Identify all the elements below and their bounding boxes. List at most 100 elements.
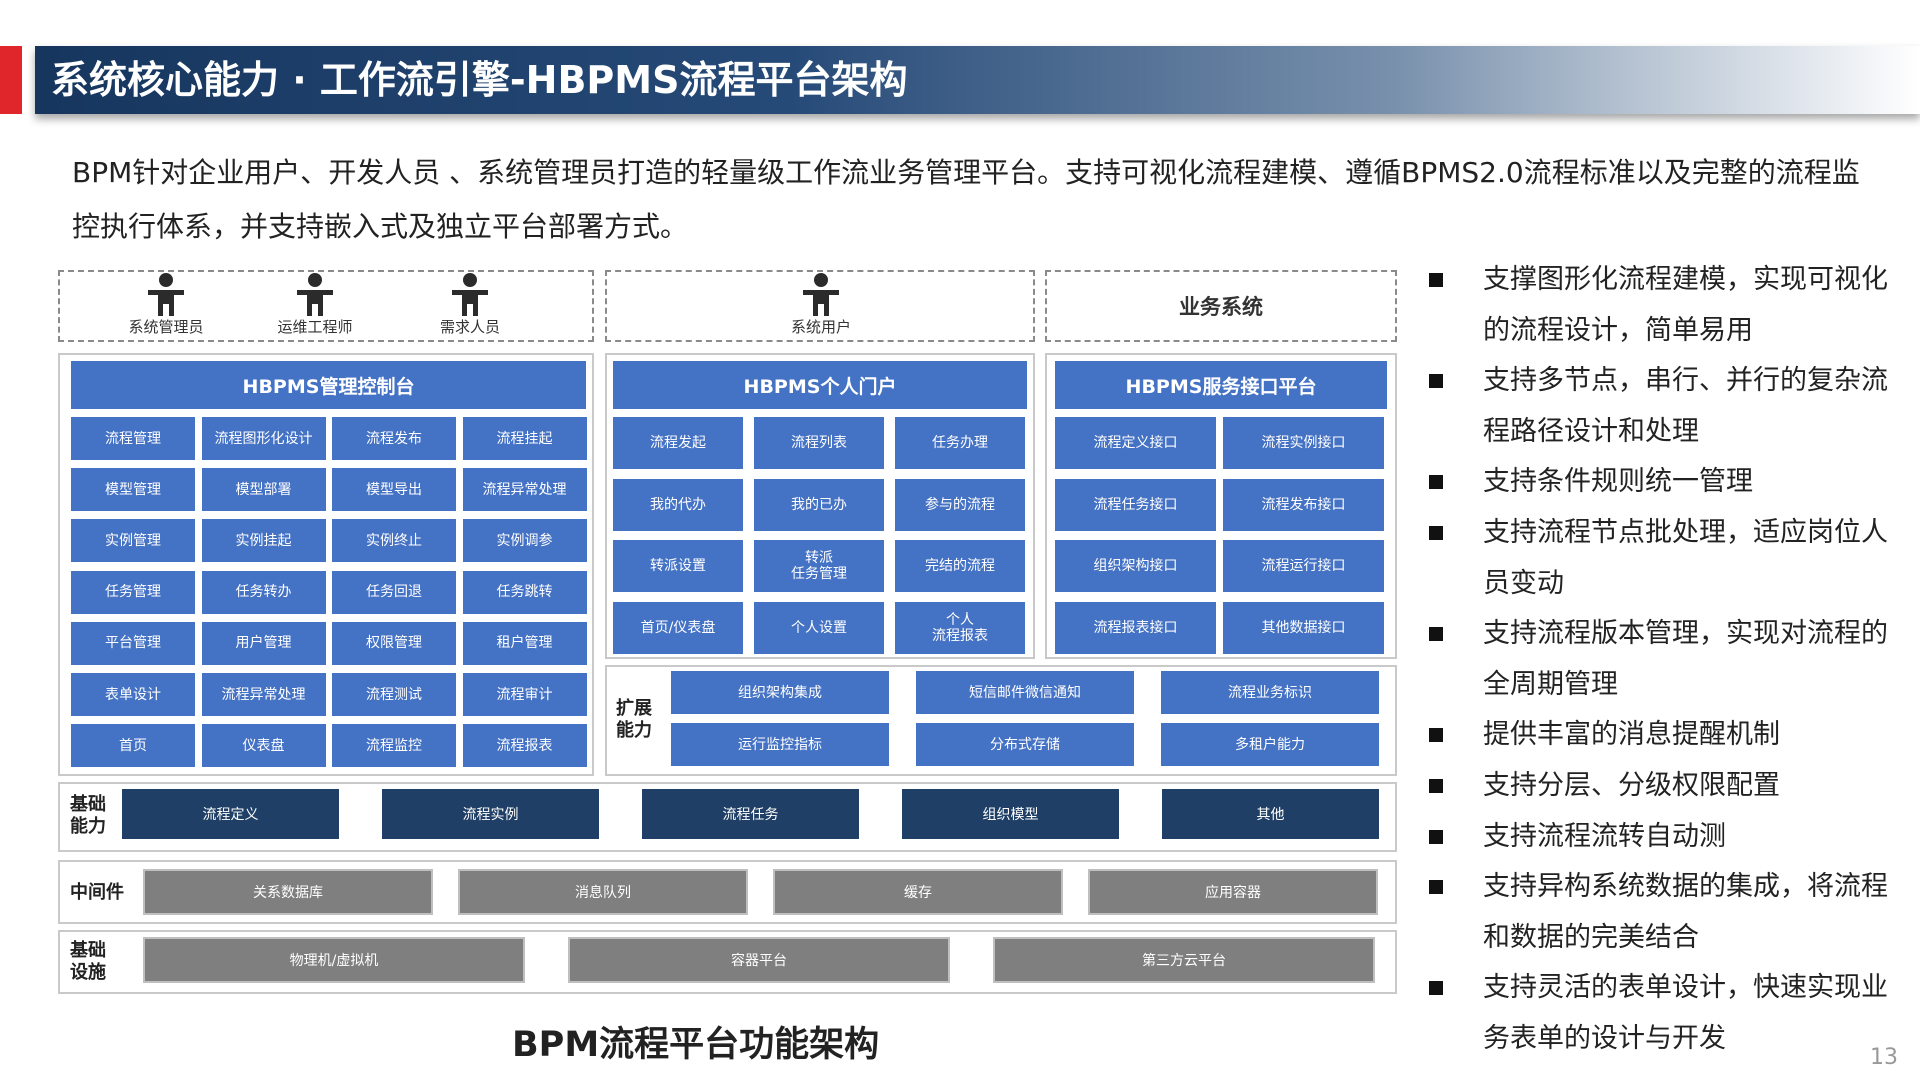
- bullet-square-icon: [1429, 981, 1443, 996]
- console-cell: 流程管理: [71, 417, 195, 460]
- infra-cell: 第三方云平台: [993, 937, 1375, 983]
- title-accent-bar: [0, 46, 22, 114]
- portal-cell: 首页/仪表盘: [613, 601, 743, 654]
- console-cell: 仪表盘: [201, 724, 326, 768]
- console-cell: 流程审计: [462, 673, 587, 716]
- base-cell: 流程任务: [642, 789, 859, 839]
- bullet-square-icon: [1429, 273, 1443, 287]
- portal-cell: 转派设置: [613, 540, 743, 592]
- console-header: HBPMS管理控制台: [71, 361, 586, 409]
- feature-bullet-text: 支持流程节点批处理，适应岗位人员变动: [1483, 516, 1888, 599]
- role-user-label: 系统用户: [790, 318, 851, 336]
- feature-bullet-text: 提供丰富的消息提醒机制: [1483, 719, 1780, 751]
- admin-roles-box: 系统管理员 运维工程师 需求人员: [58, 270, 594, 342]
- feature-bullet: 支持流程流转自动测: [1425, 812, 1905, 863]
- infra-cell: 容器平台: [568, 937, 950, 983]
- console-cell: 权限管理: [332, 621, 456, 665]
- console-cell: 流程异常处理: [462, 468, 587, 512]
- infra-label: 基础 设施: [70, 940, 106, 984]
- role-admin-label: 系统管理员: [128, 318, 204, 336]
- feature-bullet-text: 支持流程版本管理，实现对流程的全周期管理: [1483, 618, 1888, 700]
- page-title: 系统核心能力 · 工作流引擎-HBPMS流程平台架构: [35, 46, 1920, 114]
- service-cell: 流程发布接口: [1223, 478, 1384, 531]
- feature-bullet-text: 支持条件规则统一管理: [1483, 466, 1753, 498]
- feature-bullet: 支持分层、分级权限配置: [1425, 761, 1905, 812]
- user-role-box: 系统用户: [605, 270, 1035, 342]
- extension-cell: 分布式存储: [916, 723, 1134, 766]
- feature-bullet-text: 支撑图形化流程建模，实现可视化的流程设计，简单易用: [1483, 264, 1888, 346]
- feature-bullet-text: 支持灵活的表单设计，快速实现业务表单的设计与开发: [1483, 972, 1888, 1054]
- console-cell: 流程测试: [332, 673, 456, 716]
- portal-cell: 个人 流程报表: [895, 601, 1025, 654]
- diagram-caption: BPM流程平台功能架构: [512, 1025, 880, 1065]
- biz-system-label: 业务系统: [1179, 295, 1263, 319]
- feature-bullet: 支持流程版本管理，实现对流程的全周期管理: [1425, 609, 1905, 710]
- console-cell: 流程异常处理: [201, 673, 326, 716]
- intro-paragraph: BPM针对企业用户、开发人员 、系统管理员打造的轻量级工作流业务管理平台。支持可…: [72, 156, 1860, 243]
- role-req-label: 需求人员: [439, 318, 500, 336]
- service-cell: 流程报表接口: [1055, 601, 1216, 654]
- person-icon: [803, 273, 839, 316]
- page-number: 13: [1870, 1045, 1898, 1070]
- console-cell: 实例管理: [71, 519, 195, 563]
- portal-cell: 任务办理: [895, 417, 1025, 469]
- console-cell: 流程图形化设计: [201, 417, 326, 460]
- console-cell: 模型部署: [201, 468, 326, 512]
- biz-system-box: 业务系统: [1045, 270, 1397, 342]
- extension-cell: 流程业务标识: [1161, 671, 1379, 714]
- portal-cell: 转派 任务管理: [754, 540, 884, 592]
- feature-bullet-text: 支持流程流转自动测: [1483, 820, 1726, 852]
- role-admin: 系统管理员: [96, 272, 236, 337]
- console-cell: 实例挂起: [201, 519, 326, 563]
- middleware-cell: 缓存: [773, 869, 1063, 915]
- infra-cell: 物理机/虚拟机: [143, 937, 525, 983]
- service-header: HBPMS服务接口平台: [1055, 361, 1387, 409]
- console-cell: 流程挂起: [462, 417, 587, 460]
- extension-cell: 组织架构集成: [671, 671, 889, 714]
- feature-bullet: 支持多节点，串行、并行的复杂流程路径设计和处理: [1425, 356, 1905, 457]
- bullet-square-icon: [1429, 728, 1443, 743]
- feature-bullet: 支持流程节点批处理，适应岗位人员变动: [1425, 508, 1905, 609]
- service-cell: 其他数据接口: [1223, 601, 1384, 654]
- feature-bullet: 提供丰富的消息提醒机制: [1425, 710, 1905, 761]
- role-user: 系统用户: [751, 272, 891, 337]
- portal-header: HBPMS个人门户: [613, 361, 1027, 409]
- extension-cell: 短信邮件微信通知: [916, 671, 1134, 714]
- service-cell: 流程运行接口: [1223, 540, 1384, 592]
- bullet-square-icon: [1429, 880, 1443, 895]
- console-cell: 流程发布: [332, 417, 456, 460]
- base-cell: 流程实例: [382, 789, 599, 839]
- base-cell: 其他: [1162, 789, 1379, 839]
- console-cell: 首页: [71, 724, 195, 768]
- middleware-cell: 消息队列: [458, 869, 748, 915]
- console-cell: 流程报表: [462, 724, 587, 768]
- console-cell: 实例调参: [462, 519, 587, 563]
- feature-bullet-list: 支撑图形化流程建模，实现可视化的流程设计，简单易用支持多节点，串行、并行的复杂流…: [1425, 255, 1905, 1065]
- console-cell: 租户管理: [462, 621, 587, 665]
- base-label: 基础 能力: [70, 794, 106, 838]
- service-cell: 组织架构接口: [1055, 540, 1216, 592]
- bullet-square-icon: [1429, 778, 1443, 793]
- role-ops-label: 运维工程师: [277, 318, 353, 336]
- bullet-square-icon: [1429, 627, 1443, 642]
- feature-bullet: 支持条件规则统一管理: [1425, 457, 1905, 508]
- person-icon: [297, 273, 333, 316]
- bullet-square-icon: [1429, 829, 1443, 844]
- console-cell: 模型管理: [71, 468, 195, 512]
- portal-cell: 完结的流程: [895, 540, 1025, 592]
- extension-label: 扩展 能力: [616, 698, 652, 742]
- console-cell: 模型导出: [332, 468, 456, 512]
- console-cell: 任务跳转: [462, 570, 587, 614]
- bullet-square-icon: [1429, 475, 1443, 490]
- feature-bullet-text: 支持多节点，串行、并行的复杂流程路径设计和处理: [1483, 365, 1888, 447]
- service-cell: 流程定义接口: [1055, 417, 1216, 469]
- feature-bullet-text: 支持异构系统数据的集成，将流程和数据的完美结合: [1483, 871, 1888, 953]
- middleware-cell: 应用容器: [1088, 869, 1378, 915]
- portal-cell: 我的代办: [613, 478, 743, 531]
- console-cell: 流程监控: [332, 724, 456, 768]
- person-icon: [452, 273, 488, 316]
- console-cell: 用户管理: [201, 621, 326, 665]
- base-label-text: 基础 能力: [70, 794, 106, 837]
- feature-bullet: 支持异构系统数据的集成，将流程和数据的完美结合: [1425, 862, 1905, 963]
- console-cell: 表单设计: [71, 673, 195, 716]
